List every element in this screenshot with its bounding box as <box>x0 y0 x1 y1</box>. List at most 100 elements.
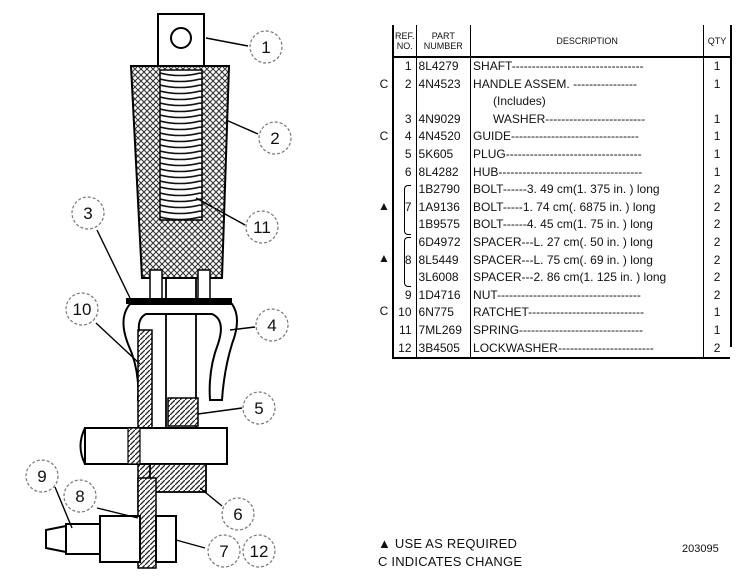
ref-no-cell: 9 <box>391 286 417 305</box>
callout-1-label: 1 <box>261 38 270 57</box>
qty-cell: 1 <box>703 304 730 322</box>
qty-cell: 1 <box>703 321 730 340</box>
callout-8-label: 8 <box>75 487 84 506</box>
callout-8: 8 <box>63 479 97 513</box>
group-brace-bolts <box>404 185 411 235</box>
description-cell: BOLT------3. 49 cm(1. 375 in. ) long <box>470 181 704 199</box>
qty-cell: 2 <box>703 286 730 305</box>
callout-6-label: 6 <box>233 505 242 524</box>
description-cell: BOLT------4. 45 cm(1. 75 in. ) long <box>470 216 704 234</box>
callout-2: 2 <box>258 121 292 155</box>
change-mark-row-4: C <box>379 129 389 143</box>
qty-cell: 2 <box>703 269 730 287</box>
callout-4-label: 4 <box>267 316 276 335</box>
legend-use-as-required: ▲ USE AS REQUIRED <box>378 536 518 551</box>
group-brace-spacers <box>404 237 411 287</box>
description-cell: SPACER---2. 86 cm(1. 125 in. ) long <box>470 269 704 287</box>
part-number-header: PART NUMBER <box>415 25 471 58</box>
handle-assembly-part <box>129 65 231 301</box>
callout-10-label: 10 <box>73 300 92 319</box>
table-header-row: REF. NO. PART NUMBER DESCRIPTION QTY <box>391 25 730 58</box>
cross-shaft <box>79 427 228 465</box>
part-number-cell: 4N4520 <box>415 128 471 146</box>
part-number-cell: 1A9136 <box>415 198 471 217</box>
part-number-cell: 1D4716 <box>415 286 471 305</box>
part-number-cell: 3L6008 <box>415 269 471 287</box>
callout-6: 6 <box>221 497 255 531</box>
guide-part <box>122 303 238 401</box>
ref-no-cell: 6 <box>391 163 417 182</box>
description-cell: SPACER---L. 27 cm(. 50 in. ) long <box>470 233 704 252</box>
callout-12: 12 <box>242 534 276 568</box>
ref-no-cell: 11 <box>391 321 417 340</box>
change-mark-row-2: C <box>379 77 389 91</box>
qty-cell: 2 <box>703 216 730 234</box>
ref-no-cell: 10 <box>391 304 417 322</box>
description-cell: LOCKWASHER------------------------ <box>470 339 704 360</box>
part-number-cell: 1B2790 <box>415 181 471 199</box>
callout-5: 5 <box>242 391 276 425</box>
callout-11: 11 <box>245 210 279 244</box>
part-number-cell: 8L5449 <box>415 251 471 270</box>
cross-section-drawing: 1 2 3 4 5 6 7 8 9 10 11 12 <box>25 13 292 569</box>
washer-part <box>126 298 232 304</box>
part-number-cell: 5K605 <box>415 145 471 164</box>
callout-11-label: 11 <box>253 218 271 237</box>
callout-9: 9 <box>25 459 59 493</box>
qty-cell: 2 <box>703 251 730 270</box>
part-header-line2: NUMBER <box>423 40 463 51</box>
ref-no-cell: 1 <box>391 57 417 76</box>
description-header: DESCRIPTION <box>470 25 704 58</box>
part-number-cell: 4N9029 <box>415 110 471 129</box>
hub-part <box>149 463 207 493</box>
leader-lines <box>54 37 259 549</box>
table-right-border <box>730 25 732 347</box>
callout-2-label: 2 <box>270 129 279 148</box>
description-cell: WASHER------------------------- <box>470 110 704 129</box>
callout-3: 3 <box>71 196 105 230</box>
qty-cell: 1 <box>703 163 730 182</box>
qty-cell: 2 <box>703 181 730 199</box>
callout-3-label: 3 <box>83 204 92 223</box>
qty-cell: 2 <box>703 233 730 252</box>
qty-cell: 1 <box>703 128 730 146</box>
part-header-line1: PART <box>431 30 455 41</box>
plug-part <box>167 397 199 427</box>
qty-header: QTY <box>703 25 730 58</box>
part-number-cell: 8L4282 <box>415 163 471 182</box>
callout-9-label: 9 <box>37 467 46 486</box>
part-number-cell: 4N4523 <box>415 75 471 94</box>
ref-no-cell: 3 <box>391 110 417 129</box>
qty-cell: 1 <box>703 145 730 164</box>
ref-no-cell: 12 <box>391 339 417 360</box>
part-number-cell: 1B9575 <box>415 216 471 234</box>
description-cell: SHAFT--------------------------------- <box>470 57 704 76</box>
description-cell: (Includes) <box>470 93 704 111</box>
ref-no-cell: 5 <box>391 145 417 164</box>
description-cell: HANDLE ASSEM. ---------------- <box>470 75 704 94</box>
qty-cell: 1 <box>703 75 730 94</box>
callout-7: 7 <box>207 534 241 568</box>
qty-cell <box>703 93 730 111</box>
callout-12-label: 12 <box>250 542 269 561</box>
qty-cell: 2 <box>703 198 730 217</box>
callout-4: 4 <box>255 308 289 342</box>
legend-indicates-change: C INDICATES CHANGE <box>378 554 523 569</box>
description-cell: PLUG---------------------------------- <box>470 145 704 164</box>
part-number-cell: 3B4505 <box>415 339 471 360</box>
part-number-cell: 6N775 <box>415 304 471 322</box>
ref-no-cell: 2 <box>391 75 417 94</box>
